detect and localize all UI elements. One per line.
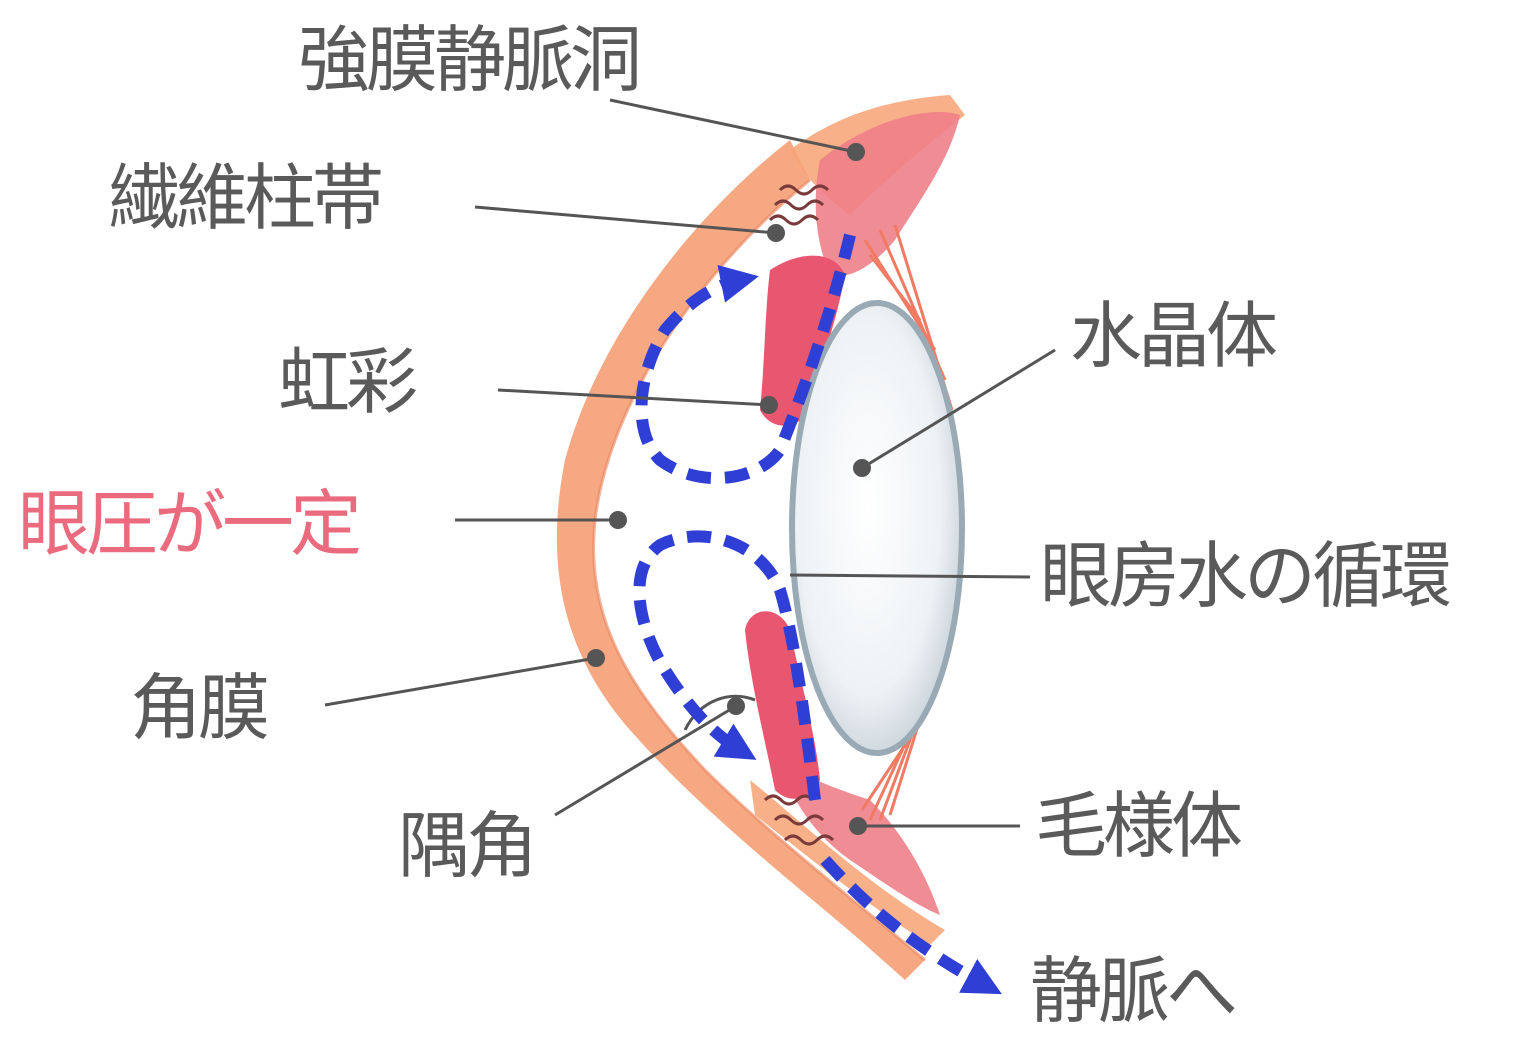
dot-lens <box>853 459 871 477</box>
label-iop-constant: 眼圧が一定 <box>18 488 358 560</box>
label-to-vein: 静脈へ <box>1030 955 1234 1027</box>
label-cornea: 角膜 <box>130 672 266 744</box>
dot-ciliary-body <box>849 817 867 835</box>
dot-iris <box>760 396 778 414</box>
label-lens: 水晶体 <box>1070 300 1274 372</box>
dot-angle <box>727 697 745 715</box>
label-aqueous-circulation: 眼房水の循環 <box>1040 540 1448 612</box>
dot-schlemm-canal <box>847 143 865 161</box>
label-trabecular-meshwork: 繊維柱帯 <box>108 162 380 234</box>
label-iris: 虹彩 <box>278 346 414 418</box>
lens-shape <box>792 303 962 753</box>
label-angle: 隅角 <box>398 810 534 882</box>
label-ciliary-body: 毛様体 <box>1035 790 1239 862</box>
dot-cornea <box>587 649 605 667</box>
label-schlemm-canal: 強膜静脈洞 <box>298 24 638 96</box>
dot-trabecular <box>767 224 785 242</box>
dot-iop <box>609 511 627 529</box>
